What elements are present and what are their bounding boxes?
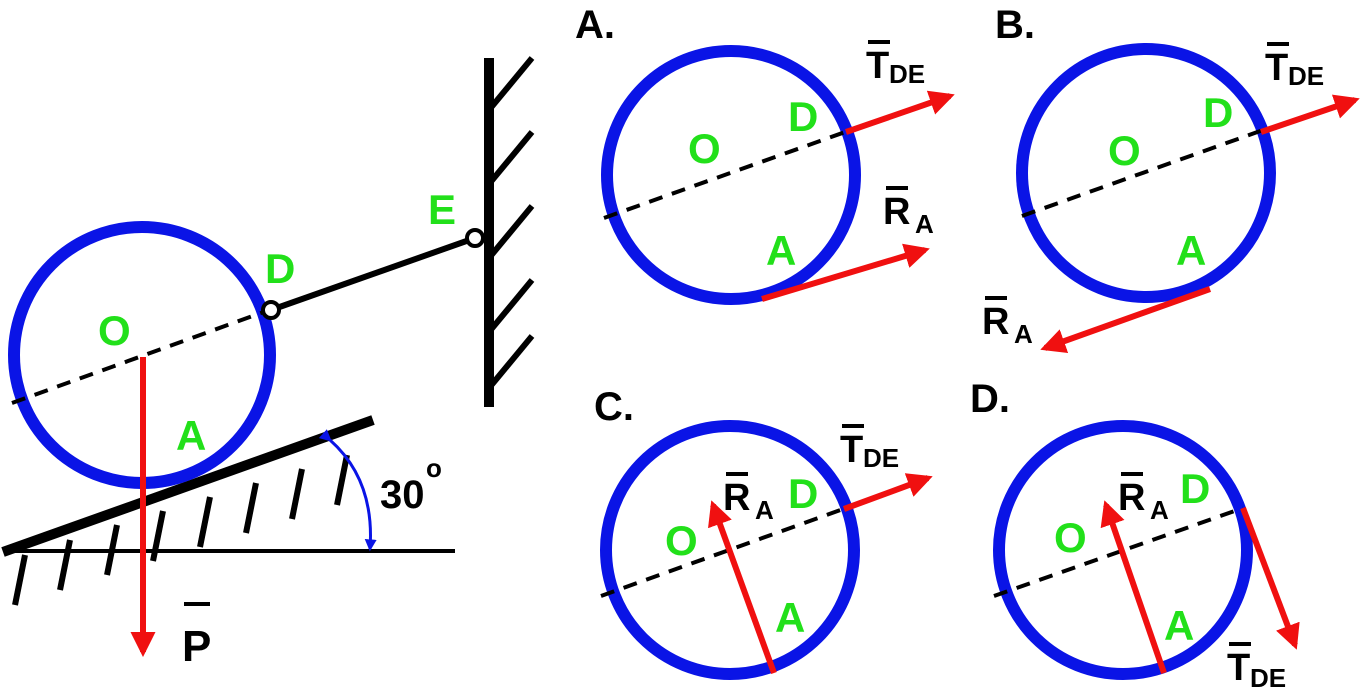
option-c-diameter bbox=[600, 506, 847, 598]
option-a-letter: A. bbox=[575, 3, 615, 47]
option-b-tension-sub: DE bbox=[1288, 61, 1324, 91]
option-c: C. O D A T DE R A bbox=[594, 385, 933, 680]
option-d-reaction-arrow bbox=[1100, 500, 1167, 674]
option-c-label-d: D bbox=[788, 470, 818, 517]
option-b-label-o: O bbox=[1108, 127, 1141, 174]
option-b-label-a: A bbox=[1176, 227, 1206, 274]
hinge-d bbox=[261, 300, 281, 320]
option-d-reaction-sub: A bbox=[1150, 495, 1169, 525]
main-figure: O A D E 30 o P bbox=[1, 56, 535, 671]
option-b-reaction-arrow bbox=[1040, 286, 1212, 354]
option-c-tension-symbol: T bbox=[840, 429, 863, 471]
option-d: D. O D A T DE R A bbox=[970, 377, 1300, 690]
option-c-reaction-arrow bbox=[708, 500, 777, 675]
inclined-plane bbox=[1, 415, 375, 557]
option-a: A. O D A T DE R A bbox=[575, 3, 955, 305]
option-a-reaction-arrow bbox=[761, 243, 930, 302]
option-d-tension-symbol: T bbox=[1227, 647, 1250, 689]
option-a-reaction-sub: A bbox=[915, 209, 934, 239]
option-c-tension-sub: DE bbox=[863, 443, 899, 473]
option-c-cylinder bbox=[600, 420, 860, 680]
angle-value: 30 bbox=[380, 473, 425, 517]
option-b: B. O D A T DE R A bbox=[982, 3, 1360, 354]
label-d: D bbox=[265, 245, 295, 292]
option-c-reaction-symbol: R bbox=[723, 477, 750, 519]
force-p-label: P bbox=[182, 622, 211, 671]
label-a: A bbox=[176, 412, 206, 459]
option-a-cylinder bbox=[601, 45, 861, 305]
option-d-diameter bbox=[993, 506, 1244, 598]
option-d-tension-arrow bbox=[1240, 506, 1300, 650]
option-b-tension-symbol: T bbox=[1265, 47, 1288, 89]
option-a-reaction-symbol: R bbox=[883, 191, 910, 233]
option-a-label-a: A bbox=[766, 227, 796, 274]
option-c-letter: C. bbox=[594, 385, 634, 429]
option-d-tension-sub: DE bbox=[1250, 663, 1286, 690]
option-d-label-d: D bbox=[1180, 465, 1210, 512]
option-c-label-o: O bbox=[665, 517, 698, 564]
option-a-tension-symbol: T bbox=[866, 45, 889, 87]
option-a-tension-sub: DE bbox=[889, 59, 925, 89]
option-b-tension-arrow bbox=[1260, 94, 1360, 135]
label-e: E bbox=[428, 186, 456, 233]
option-c-label-a: A bbox=[775, 594, 805, 641]
option-b-label-d: D bbox=[1203, 89, 1233, 136]
option-b-diameter bbox=[1021, 128, 1264, 218]
option-b-reaction-sub: A bbox=[1014, 319, 1033, 349]
label-o: O bbox=[98, 307, 131, 354]
option-a-diameter bbox=[603, 129, 849, 220]
option-a-tension-arrow bbox=[845, 90, 955, 135]
angle-unit: o bbox=[426, 453, 442, 483]
option-c-reaction-sub: A bbox=[755, 495, 774, 525]
cable-de bbox=[270, 235, 476, 313]
option-d-cylinder bbox=[993, 420, 1253, 680]
hinge-e bbox=[465, 228, 485, 248]
option-a-label-d: D bbox=[788, 93, 818, 140]
option-c-tension-arrow bbox=[842, 473, 933, 512]
wall bbox=[484, 56, 535, 407]
option-b-letter: B. bbox=[995, 3, 1035, 47]
option-b-cylinder bbox=[1016, 43, 1276, 303]
option-d-label-a: A bbox=[1164, 602, 1194, 649]
option-b-reaction-symbol: R bbox=[982, 301, 1009, 343]
option-a-label-o: O bbox=[688, 125, 721, 172]
option-d-reaction-symbol: R bbox=[1118, 477, 1145, 519]
option-d-letter: D. bbox=[970, 377, 1010, 421]
option-d-label-o: O bbox=[1054, 514, 1087, 561]
angle-arc bbox=[318, 429, 377, 552]
